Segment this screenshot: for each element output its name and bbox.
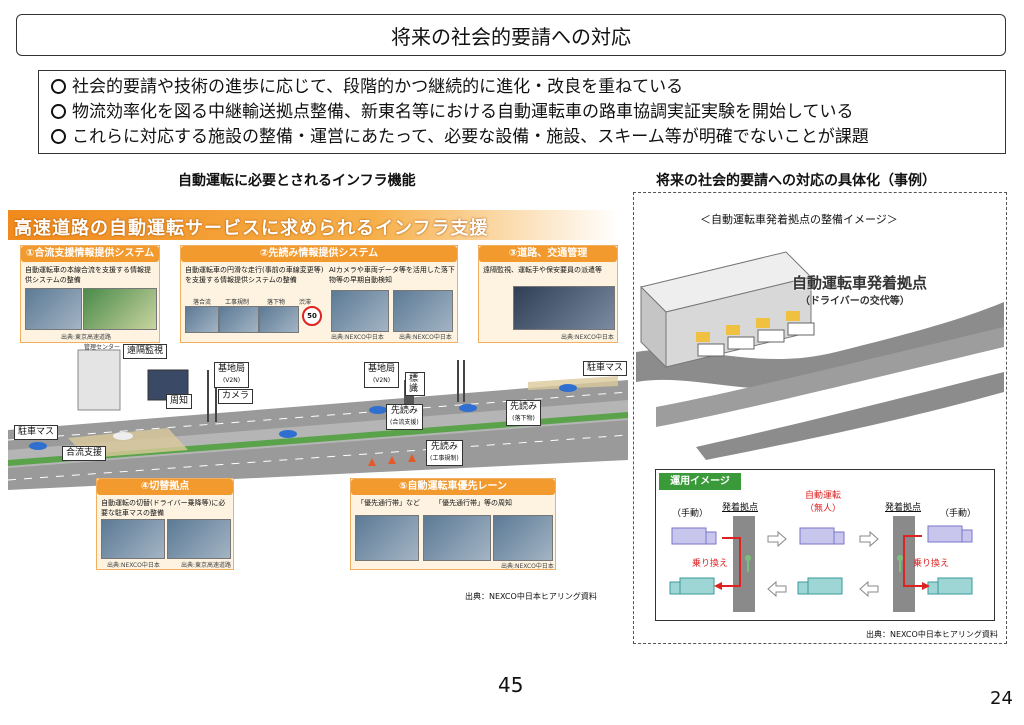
circle-bullet-icon bbox=[51, 104, 66, 119]
ai-camera-photo bbox=[331, 290, 389, 332]
circle-bullet-icon bbox=[51, 79, 66, 94]
operation-image-title: 運用イメージ bbox=[659, 473, 741, 490]
road-photo bbox=[185, 306, 219, 333]
right-section-heading: 将来の社会的要請への対応の具体化（事例） bbox=[656, 173, 936, 189]
card-text: 遠隔監視、運転手や保安要員の派遣等 bbox=[483, 266, 602, 274]
callout-base-station: 基地局(V2N) bbox=[364, 362, 400, 388]
card-title: ①合流支援情報提供システム bbox=[21, 246, 159, 262]
callout-notice: 周知 bbox=[166, 394, 193, 409]
operation-image-box bbox=[655, 469, 995, 621]
merge-diagram-image bbox=[83, 288, 157, 330]
summary-bullets: 社会的要請や技術の進歩に応じて、段階的かつ継続的に進化・改良を重ねている 物流効… bbox=[38, 70, 1006, 154]
card-road-traffic-mgmt: ③道路、交通管理 遠隔監視、運転手や保安要員の派遣等 出典:NEXCO中日本 bbox=[478, 245, 618, 343]
operation-flow-diagram bbox=[669, 525, 973, 598]
control-room-photo bbox=[513, 286, 615, 330]
hub-image-subheading: ＜自動運転車発着拠点の整備イメージ＞ bbox=[700, 213, 898, 226]
card-text-2: AIカメラや車両データ等を活用した落下物等の早期自動検知 bbox=[329, 266, 455, 284]
card-text: 自動運転車の本線合流を支援する情報提供システムの整備 bbox=[25, 266, 151, 284]
callout-lookahead: 先読み(落下物) bbox=[506, 400, 542, 426]
hub-pillar-left bbox=[733, 516, 755, 612]
page-number-center: 45 bbox=[498, 673, 524, 697]
road-photo bbox=[259, 306, 299, 333]
bullet-item: 物流効率化を図る中継輸送拠点整備、新東名等における自動運転車の路車協調実証実験を… bbox=[51, 100, 993, 125]
card-text: 「優先通行帯」など bbox=[357, 499, 420, 507]
left-source: 出典：NEXCO中日本ヒアリング資料 bbox=[465, 592, 597, 601]
highway-photo bbox=[25, 288, 82, 330]
card-priority-lane: ⑤自動運転車優先レーン 「優先通行帯」など 「優先通行帯」等の周知 出典:NEX… bbox=[350, 478, 556, 570]
transfer-label: 乗り換え bbox=[692, 559, 729, 569]
card-lookahead-info: ②先読み情報提供システム 自動運転車の円滑な走行(事前の車線変更等)を支援する情… bbox=[180, 245, 458, 343]
card-text-2: 「優先通行帯」等の周知 bbox=[435, 499, 512, 507]
page-title: 将来の社会的要請への対応 bbox=[16, 14, 1006, 56]
parking-photo bbox=[101, 519, 165, 559]
bullet-item: これらに対応する施設の整備・運営にあたって、必要な設備・施設、スキーム等が明確で… bbox=[51, 125, 993, 150]
callout-remote-monitoring: 遠隔監視 bbox=[123, 344, 168, 359]
lane-photo bbox=[355, 515, 419, 561]
callout-camera: カメラ bbox=[218, 389, 254, 404]
card-text: 自動運転車の円滑な走行(事前の車線変更等)を支援する情報提供システムの整備 bbox=[185, 266, 324, 284]
truck-photo bbox=[167, 519, 231, 559]
road-photo bbox=[219, 306, 259, 333]
hub-illustration bbox=[636, 251, 1004, 460]
card-switch-base: ④切替拠点 自動運転の切替(ドライバー乗降等)に必要な駐車マスの整備 出典:NE… bbox=[96, 478, 234, 570]
ai-camera-photo bbox=[393, 290, 453, 332]
callout-lookahead: 先読み(合流支援) bbox=[386, 404, 423, 430]
callout-lookahead: 先読み(工事規制) bbox=[426, 440, 463, 466]
page-number-right: 24 bbox=[990, 688, 1013, 709]
transfer-label: 乗り換え bbox=[913, 559, 950, 569]
callout-parking: 駐車マス bbox=[14, 425, 59, 440]
card-title: ③道路、交通管理 bbox=[479, 246, 617, 262]
callout-sign: 標識 bbox=[405, 372, 425, 396]
hub-sublabel: （ドライバーの交代等） bbox=[800, 296, 910, 307]
card-text: 自動運転の切替(ドライバー乗降等)に必要な駐車マスの整備 bbox=[101, 499, 226, 517]
infra-banner: 高速道路の自動運転サービスに求められるインフラ支援 bbox=[8, 210, 618, 240]
card-title: ②先読み情報提供システム bbox=[181, 246, 457, 262]
bullet-item: 社会的要請や技術の進歩に応じて、段階的かつ継続的に進化・改良を重ねている bbox=[51, 75, 993, 100]
callout-parking: 駐車マス bbox=[583, 361, 628, 376]
callout-merge-support: 合流支援 bbox=[62, 446, 107, 461]
auto-driving-label: 自動運転（無人） bbox=[805, 491, 842, 514]
callout-base-station: 基地局(V2N) bbox=[214, 362, 250, 388]
example-panel bbox=[633, 192, 1007, 644]
card-merge-support: ①合流支援情報提供システム 自動運転車の本線合流を支援する情報提供システムの整備… bbox=[20, 245, 160, 343]
road-photo bbox=[493, 515, 553, 561]
card-title: ⑤自動運転車優先レーン bbox=[351, 479, 555, 495]
lane-sign-photo bbox=[423, 515, 491, 561]
card-title: ④切替拠点 bbox=[97, 479, 233, 495]
left-section-heading: 自動運転に必要とされるインフラ機能 bbox=[178, 173, 416, 189]
hub-label: 自動運転車発着拠点 bbox=[792, 274, 928, 292]
speed-sign-icon: 50 bbox=[302, 306, 322, 326]
circle-bullet-icon bbox=[51, 129, 66, 144]
highway-illustration bbox=[8, 349, 628, 490]
right-source: 出典：NEXCO中日本ヒアリング資料 bbox=[866, 630, 998, 639]
